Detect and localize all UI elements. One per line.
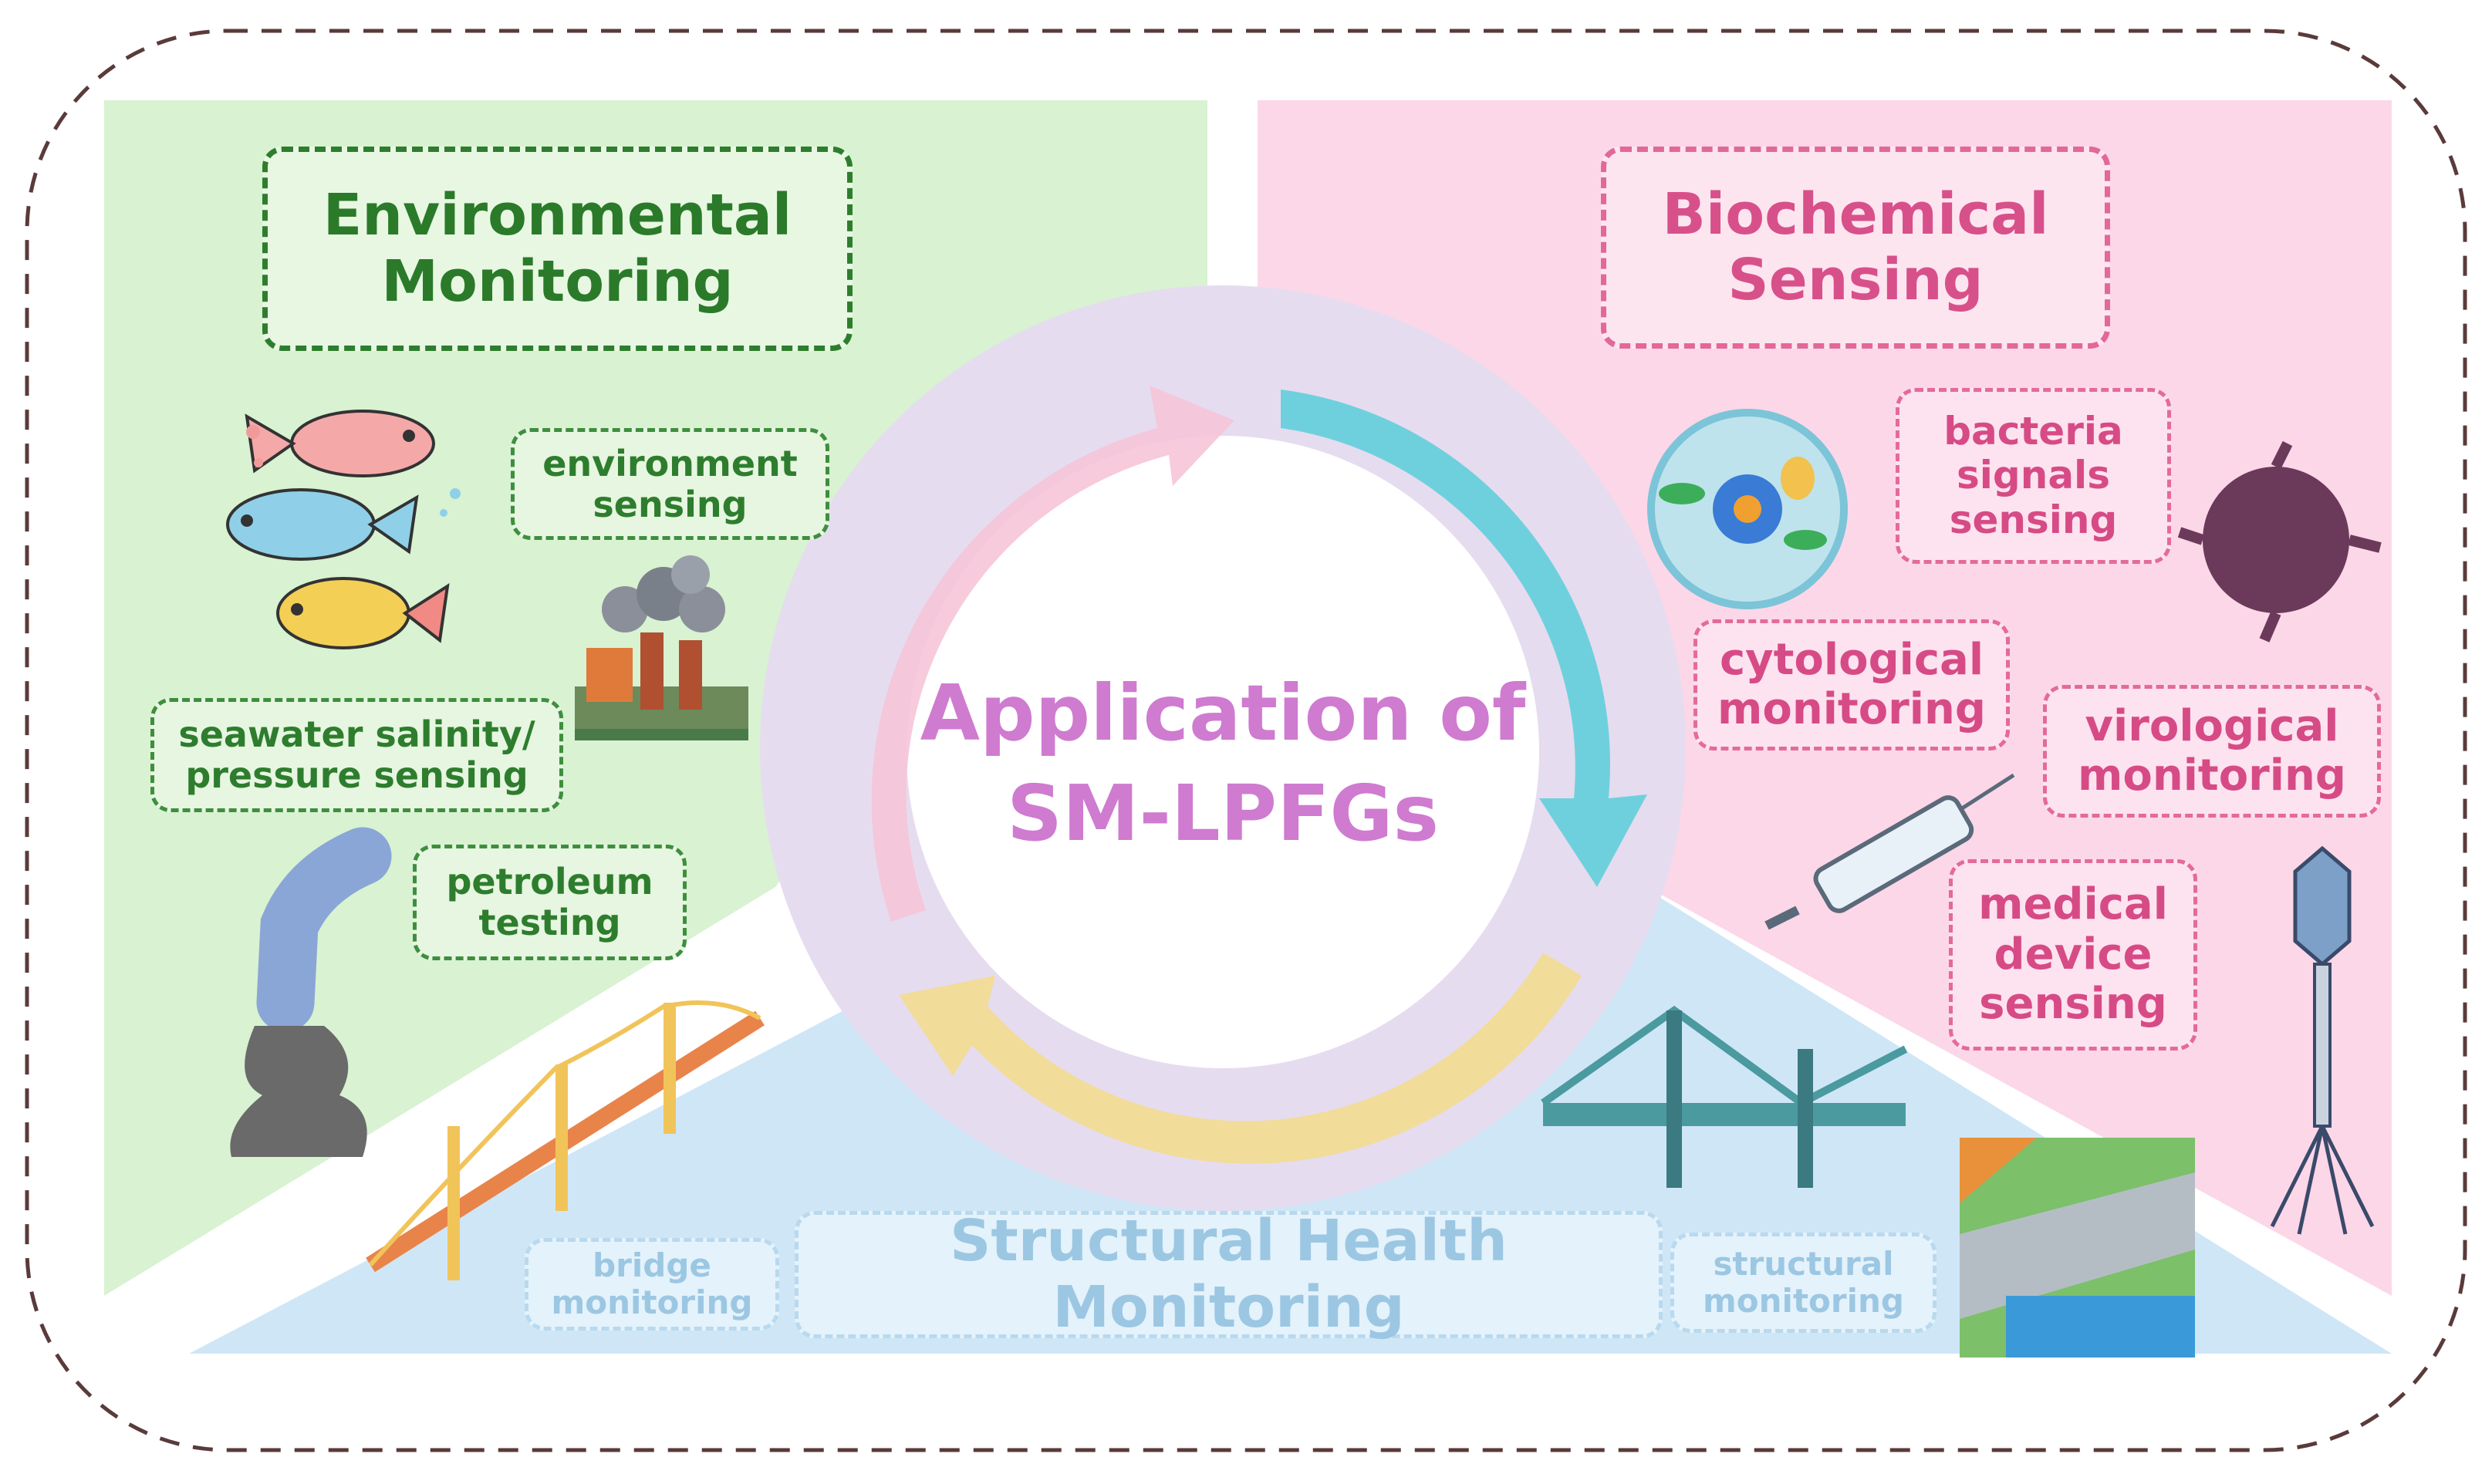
suspension-bridge-icon <box>366 1000 765 1280</box>
yellow-cycle-arrow <box>899 953 1582 1164</box>
medical-device-line-1: medical <box>1978 879 2168 930</box>
bridge-monitoring-line-1: bridge <box>593 1246 711 1284</box>
cytological-monitoring-line-1: cytological <box>1719 634 1984 685</box>
environmental-title-line-2: Monitoring <box>381 248 734 315</box>
virological-monitoring-label: virological monitoring <box>2043 685 2381 818</box>
environment-sensing-line-2: sensing <box>593 483 748 525</box>
environmental-title: Environmental Monitoring <box>262 147 853 351</box>
bacteria-signals-line-3: sensing <box>1949 497 2118 542</box>
center-title: Application of SM-LPFGs <box>914 663 1531 864</box>
cytological-monitoring-label: cytological monitoring <box>1693 619 2010 750</box>
teal-cycle-arrow <box>1281 390 1647 887</box>
cell-icon <box>1647 409 1848 609</box>
truss-bridge-icon <box>1541 1005 1908 1188</box>
structural-title-text: Structural Health Monitoring <box>950 1208 1508 1341</box>
petroleum-testing-line-2: testing <box>478 902 621 943</box>
structural-monitoring-line-2: monitoring <box>1703 1282 1904 1320</box>
petroleum-testing-line-1: petroleum <box>446 861 653 903</box>
dam-icon <box>1960 1138 2195 1358</box>
pipe-oil-icon <box>230 827 392 1157</box>
virus-phage-icon <box>2270 845 2375 1235</box>
medical-device-line-2: device <box>1994 929 2153 980</box>
bacteria-icon <box>2177 440 2382 643</box>
factory-icon <box>575 555 748 740</box>
structural-monitoring-line-1: structural <box>1713 1244 1894 1283</box>
seawater-salinity-line-1: seawater salinity/ <box>178 713 535 756</box>
virological-monitoring-line-2: monitoring <box>2078 750 2346 801</box>
medical-device-line-3: sensing <box>1979 979 2167 1030</box>
petroleum-testing-label: petroleum testing <box>413 845 687 960</box>
structural-monitoring-label: structural monitoring <box>1670 1233 1937 1333</box>
bacteria-signals-line-1: bacteria <box>1943 408 2123 454</box>
bridge-monitoring-line-2: monitoring <box>551 1283 753 1321</box>
center-title-line-2: SM-LPFGs <box>1007 768 1439 858</box>
seawater-salinity-line-2: pressure sensing <box>185 754 528 796</box>
syringe-icon <box>1764 773 2015 930</box>
environmental-title-line-1: Environmental <box>322 182 792 249</box>
fish-icon <box>226 410 461 649</box>
center-title-line-1: Application of <box>920 668 1526 758</box>
biochemical-title-line-2: Sensing <box>1727 247 1984 313</box>
structural-title: Structural Health Monitoring <box>795 1208 1663 1341</box>
center-disc <box>907 436 1539 1068</box>
pink-cycle-arrow <box>871 386 1234 922</box>
virological-monitoring-line-1: virological <box>2085 700 2339 751</box>
medical-device-sensing-label: medical device sensing <box>1949 859 2197 1051</box>
bacteria-signals-line-2: signals <box>1957 453 2110 498</box>
biochemical-title: Biochemical Sensing <box>1601 147 2110 349</box>
biochemical-title-line-1: Biochemical <box>1662 180 2049 248</box>
bridge-monitoring-label: bridge monitoring <box>525 1238 779 1331</box>
environment-sensing-label: environment sensing <box>511 428 829 540</box>
bacteria-signals-label: bacteria signals sensing <box>1896 388 2171 564</box>
cytological-monitoring-line-2: monitoring <box>1717 684 1986 734</box>
outer-frame <box>25 29 2467 1452</box>
seawater-salinity-label: seawater salinity/ pressure sensing <box>150 698 563 812</box>
environment-sensing-line-1: environment <box>542 442 798 484</box>
